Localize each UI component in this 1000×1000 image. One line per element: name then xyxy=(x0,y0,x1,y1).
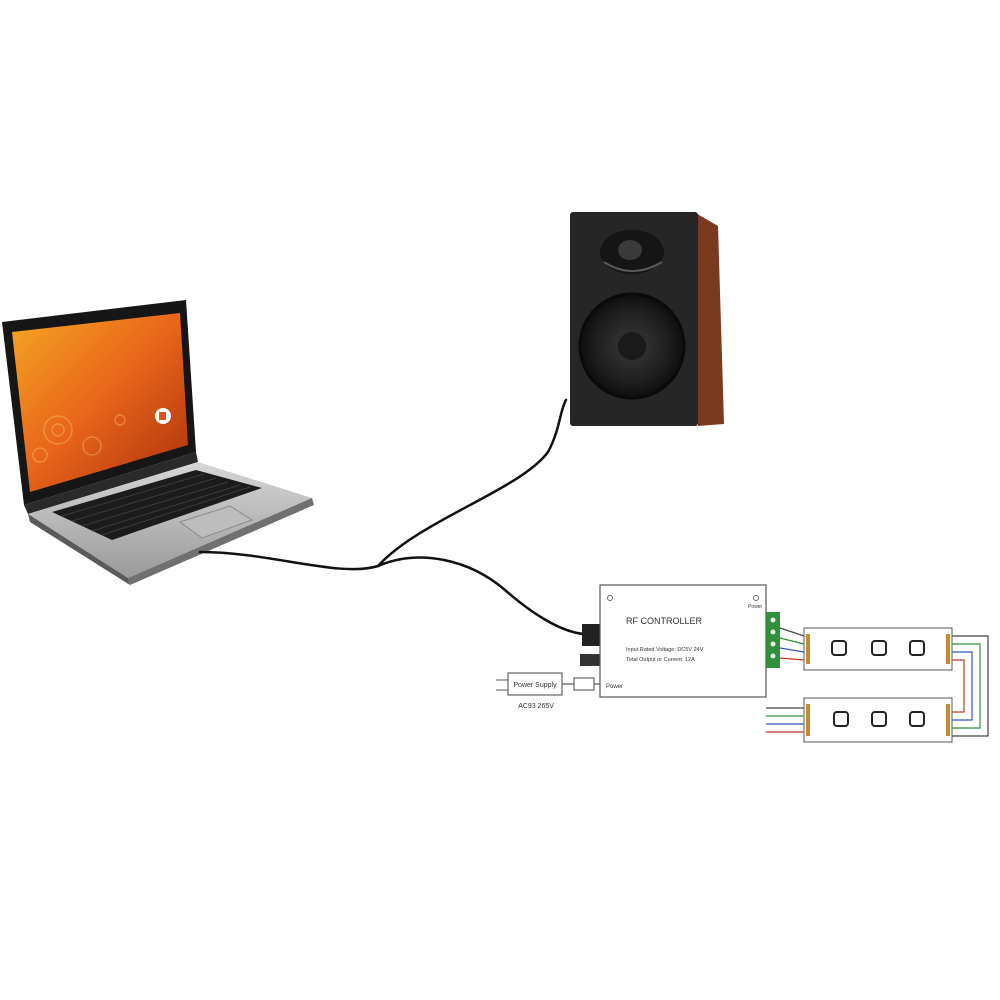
power-supply-label: Power Supply xyxy=(513,682,557,689)
laptop-side-edge xyxy=(128,498,314,585)
laptop-front-edge xyxy=(28,514,130,585)
led-chip xyxy=(871,711,887,727)
cable-controller xyxy=(376,556,586,636)
screw-icon xyxy=(607,595,613,601)
terminal-block xyxy=(766,612,780,668)
led-chip xyxy=(909,711,925,727)
led-chip xyxy=(909,640,925,656)
led-chip xyxy=(831,640,847,656)
screen-wallpaper-pattern xyxy=(32,414,126,463)
controller-spec-1: Input Rated Voltage: DC5V 24V xyxy=(626,647,704,653)
audio-jack xyxy=(582,624,600,646)
keyboard-keys xyxy=(61,473,251,536)
strip-pads xyxy=(806,704,950,736)
link-wires xyxy=(952,635,989,737)
cables xyxy=(198,398,586,636)
tweeter-highlight xyxy=(603,261,663,272)
controller-title: RF CONTROLLER xyxy=(626,616,703,626)
led-strip-1 xyxy=(803,627,953,671)
audio-jack-plug xyxy=(580,654,600,666)
brand-logo xyxy=(155,408,171,424)
terminal-screws xyxy=(770,617,776,659)
rf-controller: RF CONTROLLER Input Rated Voltage: DC5V … xyxy=(580,584,780,698)
outgoing-wires xyxy=(766,707,804,733)
controller-power-port-label: Power xyxy=(606,684,623,690)
laptop xyxy=(2,300,314,585)
strip-pads xyxy=(806,634,950,664)
led-strip-body xyxy=(803,627,953,671)
output-wires xyxy=(779,627,805,661)
woofer-cap xyxy=(618,332,646,360)
power-supply: Power Supply AC93 265V xyxy=(496,672,602,710)
tweeter-dome xyxy=(618,240,642,260)
led-strip-2 xyxy=(803,697,953,743)
touchpad xyxy=(178,505,254,539)
speaker xyxy=(570,212,724,426)
cable-speaker xyxy=(376,398,568,568)
laptop-hinge xyxy=(24,452,198,514)
screw-icon xyxy=(753,595,759,601)
speaker-side-panel xyxy=(694,212,724,426)
laptop-screen xyxy=(12,313,188,492)
woofer-ring xyxy=(578,292,686,400)
controller-output-label: Power xyxy=(748,604,763,610)
controller-box xyxy=(599,584,767,698)
led-chip xyxy=(833,711,849,727)
led-strip-body xyxy=(803,697,953,743)
cable-laptop xyxy=(198,550,380,571)
dc-plug xyxy=(573,677,595,691)
ac-input-label: AC93 265V xyxy=(518,703,554,710)
controller-spec-2: Total Output or Current: 12A xyxy=(626,657,695,663)
led-chip xyxy=(871,640,887,656)
